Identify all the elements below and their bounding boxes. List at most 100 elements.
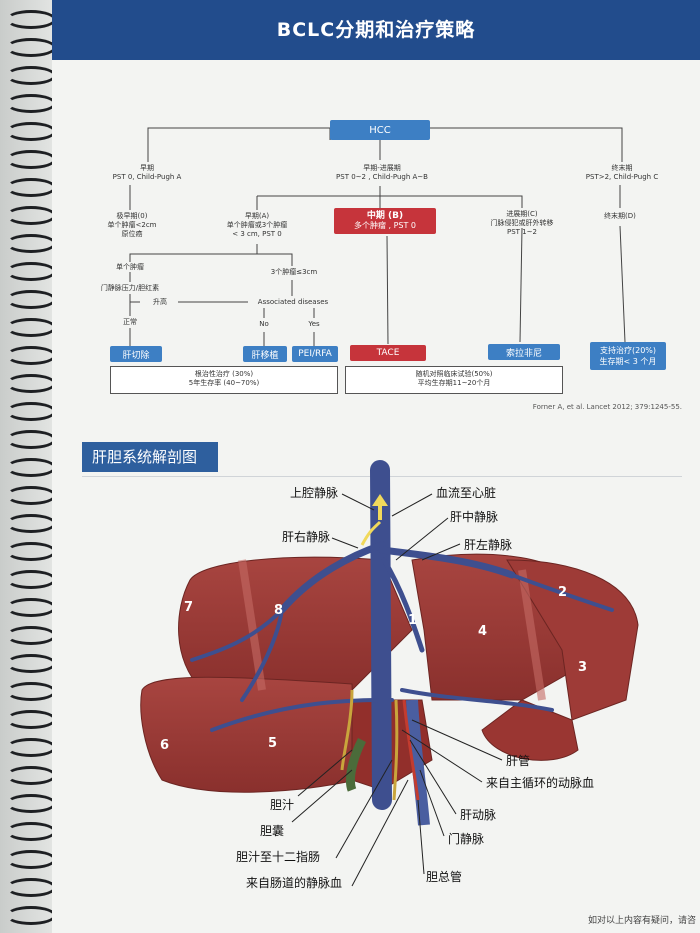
no-label: No: [259, 320, 269, 328]
binding-ring: [6, 878, 56, 897]
summary-curative: 根治性治疗 (30%) 5年生存率 (40~70%): [110, 366, 338, 394]
yes-label: Yes: [308, 320, 320, 328]
summary-trial-survival: 平均生存期11~20个月: [417, 379, 491, 387]
binding-ring: [6, 514, 56, 533]
treatment-supportive: 支持治疗(20%) 生存期< 3 个月: [590, 342, 666, 370]
binding-ring: [6, 150, 56, 169]
intermediate-stage-node: 中期 (B) 多个肿瘤 , PST 0: [334, 208, 436, 234]
binding-ring: [6, 234, 56, 253]
binding-ring: [6, 318, 56, 337]
summary-trial-rate: 随机对照临床试验(50%): [415, 370, 493, 378]
intermediate-criteria: 多个肿瘤 , PST 0: [353, 221, 417, 230]
binding-ring: [6, 682, 56, 701]
label-hepatic-duct: 肝管: [506, 754, 531, 768]
binding-ring: [6, 570, 56, 589]
stage-early-criteria: PST 0, Child-Pugh A: [112, 173, 182, 181]
treatment-resection: 肝切除: [110, 346, 162, 362]
stage-early-mid-title: 早期-进展期: [363, 164, 401, 172]
binding-ring: [6, 486, 56, 505]
portal-pressure-label: 门静脉压力/胆红素: [100, 284, 160, 292]
segment-2: 2: [558, 585, 568, 600]
page-header: BCLC分期和治疗策略: [52, 0, 700, 60]
binding-ring: [6, 206, 56, 225]
summary-curative-rate: 根治性治疗 (30%): [194, 370, 254, 378]
label-gallbladder: 胆囊: [260, 824, 285, 838]
normal-label: 正常: [123, 318, 137, 326]
very-early-stage: 极早期(0): [116, 212, 148, 220]
treatment-pei-rfa: PEI/RFA: [292, 346, 338, 362]
three-tumors-label: 3个肿瘤≤3cm: [270, 268, 318, 276]
single-tumor-label: 单个肿瘤: [116, 263, 144, 271]
footer-note: 如对以上内容有疑问，请咨: [587, 916, 696, 926]
binding-ring: [6, 822, 56, 841]
treatment-transplant: 肝移植: [243, 346, 287, 362]
label-bile: 胆汁: [270, 798, 295, 812]
liver-anatomy-illustration: [140, 460, 639, 887]
binding-ring: [6, 906, 56, 925]
label-middle-hepatic-vein: 肝中静脉: [450, 510, 499, 524]
raised-label: 升高: [153, 298, 167, 306]
binding-ring: [6, 122, 56, 141]
binding-ring: [6, 10, 56, 29]
citation: Forner A, et al. Lancet 2012; 379:1245-5…: [532, 403, 682, 411]
document-page: BCLC分期和治疗策略: [52, 0, 700, 933]
stage-early-mid-criteria: PST 0~2 , Child-Pugh A~B: [336, 173, 428, 181]
intermediate-stage: 中期 (B): [366, 211, 404, 221]
binding-ring: [6, 178, 56, 197]
binding-ring: [6, 262, 56, 281]
label-right-hepatic-vein: 肝右静脉: [282, 530, 331, 544]
segment-7: 7: [184, 600, 194, 615]
label-ivc: 上腔静脉: [290, 486, 339, 500]
advanced-stage: 进展期(C): [506, 210, 538, 218]
segment-1: 1: [408, 613, 418, 628]
supportive-survival-label: 生存期< 3 个月: [599, 357, 657, 366]
early-a-criteria: 单个肿瘤或3个肿瘤: [226, 221, 288, 229]
binding-ring: [6, 38, 56, 57]
binding-ring: [6, 738, 56, 757]
flowchart-connectors: [129, 127, 626, 346]
supportive-care-label: 支持治疗(20%): [599, 346, 657, 355]
associated-diseases-label: Associated diseases: [257, 298, 329, 306]
segment-4: 4: [478, 624, 488, 639]
binding-ring: [6, 766, 56, 785]
early-a-stage: 早期(A): [244, 212, 270, 220]
treatment-tace: TACE: [350, 345, 426, 361]
binding-ring: [6, 290, 56, 309]
label-common-bile-duct: 胆总管: [426, 870, 463, 884]
summary-trial: 随机对照临床试验(50%) 平均生存期11~20个月: [345, 366, 563, 394]
anatomy-section-title: 肝胆系统解剖图: [82, 442, 218, 472]
binding-ring: [6, 794, 56, 813]
binding-ring: [6, 66, 56, 85]
binding-ring: [6, 458, 56, 477]
binding-ring: [6, 374, 56, 393]
binding-ring: [6, 626, 56, 645]
end-stage: 终末期(D): [604, 212, 636, 220]
segment-3: 3: [578, 660, 588, 675]
label-left-hepatic-vein: 肝左静脉: [464, 538, 513, 552]
advanced-criteria: 门脉侵犯或肝外转移: [490, 219, 554, 227]
binding-ring: [6, 94, 56, 113]
segment-8: 8: [274, 603, 284, 618]
page-title: BCLC分期和治疗策略: [276, 19, 476, 41]
stage-early-title: 早期: [140, 164, 154, 172]
label-bile-to-duodenum: 胆汁至十二指肠: [236, 850, 321, 864]
binding-ring: [6, 850, 56, 869]
binding-ring: [6, 542, 56, 561]
binding-ring: [6, 710, 56, 729]
binding-ring: [6, 654, 56, 673]
hcc-root-node: HCC: [330, 120, 430, 140]
binding-ring: [6, 346, 56, 365]
label-portal-vein: 门静脉: [448, 832, 485, 846]
binding-ring: [6, 430, 56, 449]
very-early-note: 原位癌: [121, 230, 143, 238]
label-flow-to-heart: 血流至心脏: [436, 486, 497, 500]
spiral-binding: [0, 0, 56, 933]
very-early-criteria: 单个肿瘤<2cm: [107, 221, 157, 229]
binding-ring: [6, 402, 56, 421]
label-systemic-artery: 来自主循环的动脉血: [486, 776, 595, 790]
segment-6: 6: [160, 738, 170, 753]
segment-5: 5: [268, 736, 278, 751]
label-intestinal-venous-blood: 来自肠道的静脉血: [246, 876, 343, 890]
summary-curative-survival: 5年生存率 (40~70%): [188, 379, 260, 387]
binding-ring: [6, 598, 56, 617]
